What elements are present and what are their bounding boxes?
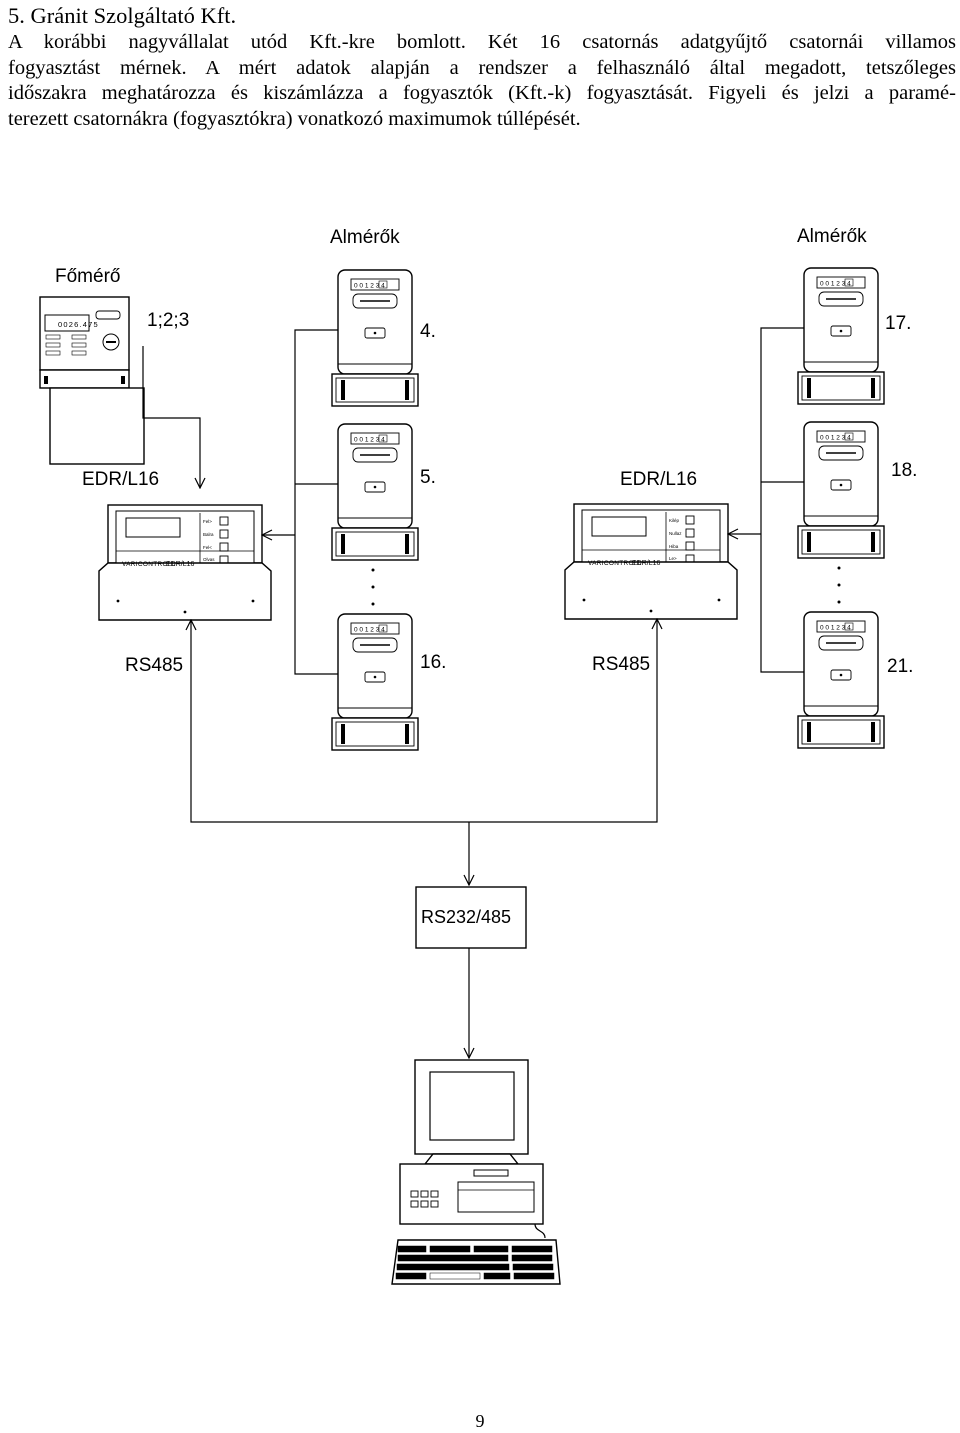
submeter-connections-left [262, 329, 338, 675]
meter-number-21: 21. [887, 656, 913, 677]
submeter-17 [797, 267, 885, 405]
main-meter [39, 296, 145, 465]
edr-button-label: Le> [669, 556, 677, 561]
rs485-bus [191, 619, 657, 885]
section-heading: 5. Gránit Szolgáltató Kft. [8, 3, 237, 28]
edr-button-label: Nullaz [669, 531, 682, 536]
page-number: 9 [475, 1411, 485, 1431]
submeter-18 [797, 421, 885, 559]
continuation-dots-right [837, 566, 841, 604]
edr-device-text-left: EDR/L16 [166, 561, 195, 568]
main-channels-label: 1;2;3 [147, 310, 189, 331]
edr-button-label: Fel< [203, 545, 212, 550]
main-meter-label: Főmérő [55, 266, 120, 287]
paragraph-line: fogyasztást mérnek. A mért adatok alapjá… [8, 56, 956, 79]
main-to-edr-connection [142, 346, 200, 488]
meter-number-5: 5. [420, 467, 436, 488]
edr-button-label: Hiba [669, 544, 679, 549]
continuation-dots-left [371, 568, 375, 606]
bus-label-right: RS485 [592, 654, 650, 675]
description-paragraph: A korábbi nagyvállalat utód Kft.-kre bom… [8, 30, 956, 132]
meter-number-18: 18. [891, 460, 917, 481]
submeters-label-right: Almérők [797, 226, 867, 247]
submeter-connections-right [728, 327, 804, 673]
edr-label-left: EDR/L16 [82, 469, 159, 490]
edr-button-label: Fel> [203, 519, 212, 524]
paragraph-line: időszakra meghatározza és kiszámlázza a … [8, 82, 956, 104]
edr-brand-left: VARICONTROLL [122, 561, 176, 568]
submeter-4 [331, 269, 419, 407]
converter-box [415, 886, 527, 949]
converter-label: RS232/485 [421, 907, 511, 927]
submeters-label-left: Almérők [330, 227, 400, 248]
submeter-21 [797, 611, 885, 749]
meter-number-16: 16. [420, 652, 446, 673]
edr-button-label: Kilép [669, 518, 680, 523]
keyboard-keys [395, 1245, 555, 1280]
paragraph-line: terezett csatornákra (fogyasztókra) vona… [8, 107, 581, 130]
edr-button-label: Balra [203, 532, 214, 537]
edr-brand-right: VARICONTROLL [588, 560, 642, 567]
submeter-5 [331, 423, 419, 561]
meter-number-4: 4. [420, 321, 436, 342]
main-meter-display: 0026.475 [58, 320, 99, 329]
edr-label-right: EDR/L16 [620, 469, 697, 490]
meter-number-17: 17. [885, 313, 911, 334]
bus-label-left: RS485 [125, 655, 183, 676]
paragraph-line: A korábbi nagyvállalat utód Kft.-kre bom… [8, 31, 956, 53]
submeter-16 [331, 613, 419, 751]
edr-button-label: Olvas [203, 557, 215, 562]
edr-device-text-right: EDR/L16 [632, 560, 661, 567]
